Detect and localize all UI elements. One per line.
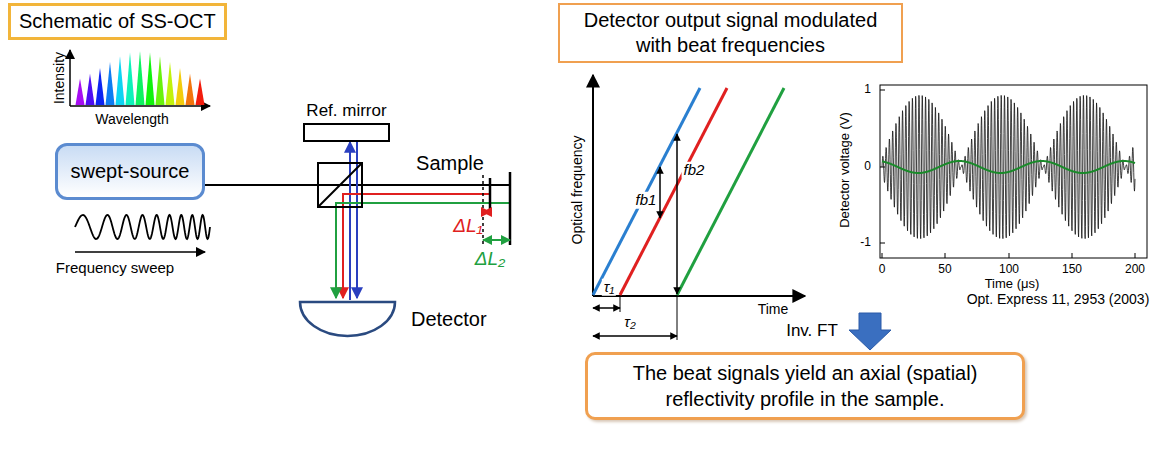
- node-text: The beat signals yield an axial (spatial…: [596, 360, 1014, 412]
- node-text: swept-source: [71, 160, 190, 183]
- node-text: Detector output signal modulated with be…: [566, 8, 895, 58]
- spectral-line: [166, 62, 175, 105]
- label: τ₂: [622, 314, 637, 331]
- beams: [205, 142, 510, 300]
- label: Inv. FT: [786, 322, 838, 341]
- sample-surfaces: [483, 172, 510, 245]
- label: Intensity: [52, 52, 67, 104]
- spectrum: [70, 50, 210, 106]
- label: 50: [938, 263, 951, 276]
- beam-splitter: [318, 163, 362, 207]
- label: 100: [999, 263, 1019, 276]
- signal-plot: [880, 85, 1147, 258]
- spectral-line: [126, 52, 135, 105]
- title-box: Schematic of SS-OCT: [8, 3, 227, 40]
- label: Time (μs): [985, 277, 1040, 291]
- spectral-line: [96, 68, 105, 105]
- label: 0: [879, 263, 886, 276]
- spectral-line: [176, 68, 185, 105]
- spectral-line: [146, 52, 155, 105]
- label: fb2: [682, 162, 707, 179]
- spectral-line: [76, 78, 85, 105]
- label: -1: [860, 236, 871, 249]
- heading-box: Detector output signal modulated with be…: [558, 3, 903, 63]
- block-arrow: [849, 313, 891, 350]
- detector-shape: Detector: [298, 300, 397, 338]
- label: Sample: [416, 152, 484, 174]
- label: 150: [1062, 263, 1082, 276]
- spectral-line: [136, 51, 145, 105]
- label: τ₁: [602, 279, 616, 296]
- label: Detector voltage (V): [838, 112, 852, 228]
- spectral-line: [196, 78, 205, 105]
- result-box: The beat signals yield an axial (spatial…: [585, 352, 1025, 420]
- spectral-line: [86, 74, 95, 105]
- time-arrow: [75, 251, 205, 253]
- label: Frequency sweep: [56, 260, 174, 277]
- label: 200: [1125, 263, 1145, 276]
- mirror-box: Ref. mirror: [303, 123, 390, 142]
- source-box: swept-source: [55, 143, 205, 200]
- label: Time: [758, 302, 789, 317]
- spectral-line: [106, 62, 115, 105]
- node-text: Ref. mirror: [306, 101, 386, 121]
- spectral-line: [156, 56, 165, 105]
- detector-outline: [298, 300, 397, 338]
- label: 1: [864, 83, 871, 96]
- label: Opt. Express 11, 2953 (2003): [967, 292, 1150, 307]
- label: ΔL₁: [453, 216, 482, 237]
- spectral-line: [116, 56, 125, 105]
- spectral-line: [186, 74, 195, 105]
- chirp-chart: [593, 75, 805, 340]
- label: Wavelength: [95, 112, 168, 127]
- label: ΔL₂: [475, 249, 506, 270]
- node-text: Schematic of SS-OCT: [19, 10, 216, 33]
- label: 0: [864, 160, 871, 173]
- label: fb1: [634, 192, 659, 209]
- label: Optical frequency: [570, 136, 585, 245]
- node-text: Detector: [411, 308, 487, 331]
- sweep-wave: [75, 215, 210, 239]
